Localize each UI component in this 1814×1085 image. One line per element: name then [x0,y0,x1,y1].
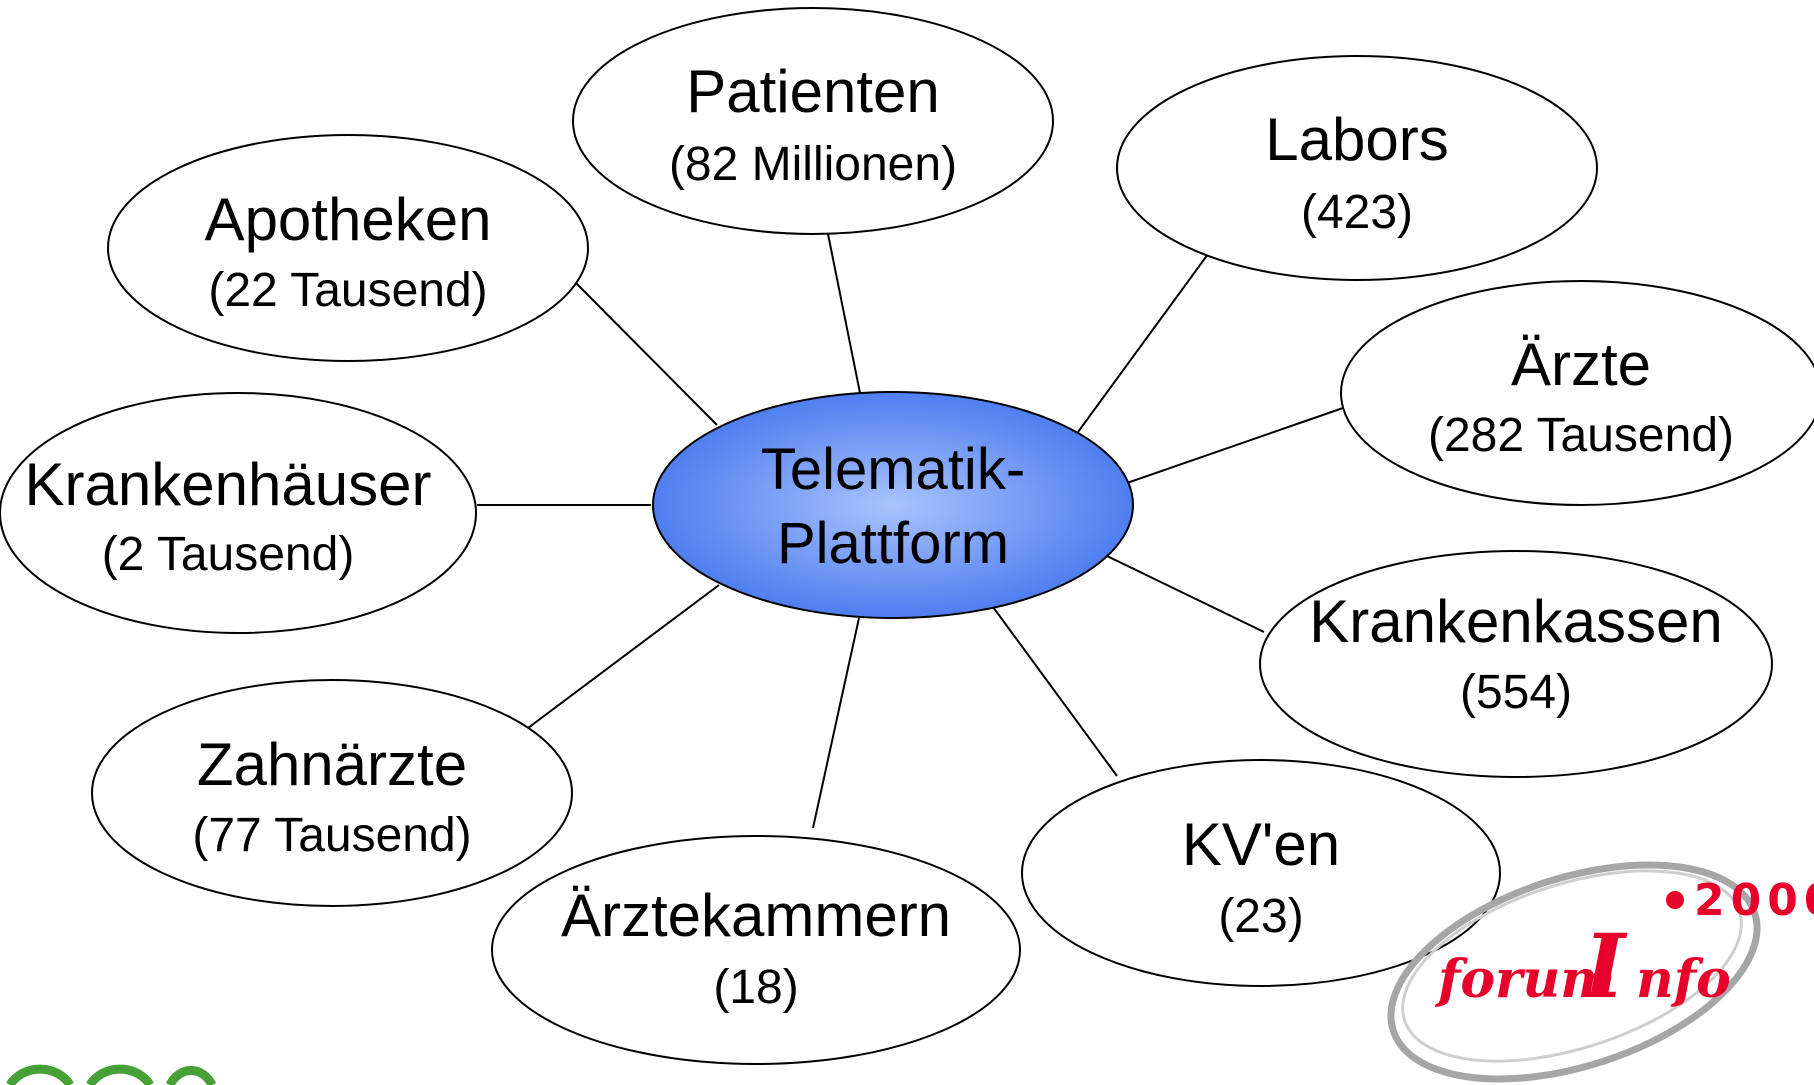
connector-patienten [827,233,861,394]
node-aerzte: Ärzte (282 Tausend) [1340,280,1814,506]
node-count: (423) [1301,186,1413,239]
connector-lines [477,233,1344,829]
node-title: Krankenkassen [1309,588,1723,655]
logo-swoosh-gray-inner [1401,869,1743,1063]
green-arc-3 [165,1066,217,1085]
logo-dot-icon [1666,891,1684,909]
connector-kven [992,606,1118,777]
node-count: (22 Tausend) [208,264,487,317]
node-ellipse [1259,550,1773,778]
forum-info-logo: 2000 forum I nfo [1387,861,1814,1083]
node-ellipse [572,7,1054,235]
node-count: (82 Millionen) [669,138,957,191]
logo-word-forum: forum [1434,949,1615,1010]
node-krankenkassen: Krankenkassen (554) [1259,550,1773,778]
logo-word-nfo: nfo [1636,949,1731,1010]
node-title: Labors [1265,106,1448,173]
node-aerztekammern: Ärztekammern (18) [491,835,1021,1065]
node-kven: KV'en (23) [1021,759,1501,987]
green-logo-fragment [6,1064,217,1085]
node-title: Apotheken [205,186,492,253]
connector-apotheken [572,279,718,426]
node-count: (282 Tausend) [1428,409,1734,462]
center-ellipse [652,391,1134,619]
node-zahnaerzte: Zahnärzte (77 Tausend) [91,679,573,907]
node-count: (77 Tausend) [192,809,471,862]
node-apotheken: Apotheken (22 Tausend) [107,134,589,362]
node-krankenhaeuser: Krankenhäuser (2 Tausend) [0,392,477,634]
connector-krankenkassen [1106,555,1265,633]
center-line2: Plattform [777,511,1009,576]
green-arc-2 [86,1064,154,1085]
node-count: (2 Tausend) [102,528,355,581]
node-ellipse [1116,55,1598,281]
center-line1: Telematik- [761,437,1025,502]
connector-labors [1077,249,1212,433]
logo-swoosh-gray [1387,861,1761,1083]
connector-aerztekammern [812,617,860,829]
node-count: (23) [1218,890,1303,943]
node-ellipse [91,679,573,907]
node-title: Zahnärzte [197,731,467,798]
green-arc-1 [6,1064,74,1085]
node-title: Krankenhäuser [25,451,432,518]
node-count: (554) [1460,666,1572,719]
node-patienten: Patienten (82 Millionen) [572,7,1054,235]
logo-year: 2000 [1694,875,1814,926]
node-title: Ärztekammern [561,882,951,949]
node-ellipse [0,392,477,634]
node-title: Ärzte [1511,331,1651,398]
connector-zahnaerzte [523,584,720,732]
node-ellipse [491,835,1021,1065]
center-node: Telematik- Plattform [652,391,1134,619]
node-ellipse [1021,759,1501,987]
node-ellipse [1340,280,1814,506]
logo-letter-i: I [1581,914,1628,1018]
node-title: KV'en [1182,811,1340,878]
node-ellipse [107,134,589,362]
node-title: Patienten [686,58,940,125]
connector-aerzte [1126,407,1344,484]
node-labors: Labors (423) [1116,55,1598,281]
node-count: (18) [713,961,798,1014]
